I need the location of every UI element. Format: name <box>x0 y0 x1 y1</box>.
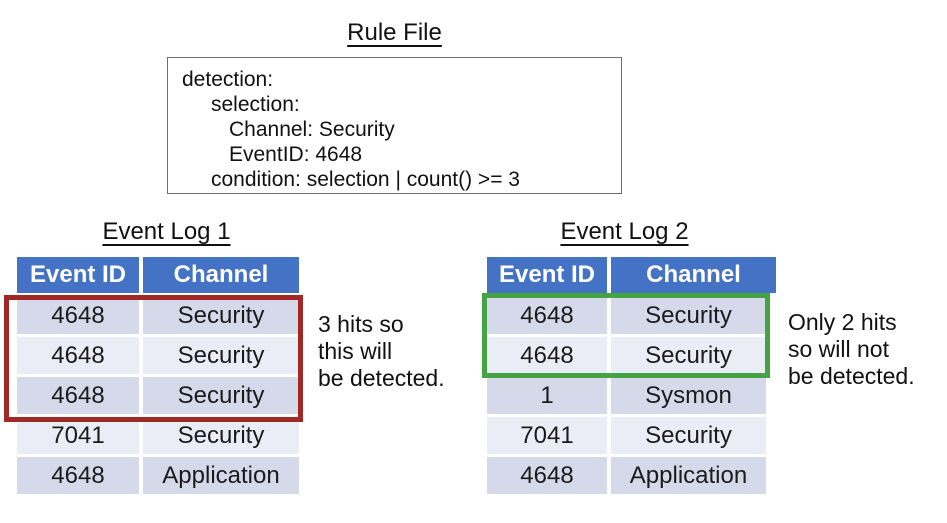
rule-line-eventid: EventID: 4648 <box>229 143 363 166</box>
red-highlight-box <box>4 295 303 422</box>
rule-file-box: detection: selection: Channel: Security … <box>167 57 622 194</box>
table-cell: Security <box>143 337 299 374</box>
table-row: 7041 Security <box>487 417 776 454</box>
green-highlight-box <box>482 293 770 378</box>
table-row: 4648 Security <box>17 337 299 374</box>
event-log-2-title: Event Log 2 <box>560 218 689 245</box>
column-header-channel: Channel <box>611 257 776 293</box>
table-row: 4648 Security <box>487 297 776 334</box>
annotation-line: so will not <box>788 336 889 362</box>
event-log-2-annotation: Only 2 hits so will not be detected. <box>788 309 915 390</box>
table-cell: 4648 <box>487 297 607 334</box>
table-cell: Application <box>611 457 766 494</box>
table-cell: 7041 <box>487 417 607 454</box>
table-row: 4648 Security <box>17 297 299 334</box>
table-cell: Sysmon <box>611 377 766 414</box>
table-cell: Security <box>611 417 766 454</box>
table-row: 7041 Security <box>17 417 299 454</box>
rule-line-detection: detection: <box>182 68 274 91</box>
annotation-line: be detected. <box>318 365 445 391</box>
annotation-line: be detected. <box>788 363 915 389</box>
table-cell: 4648 <box>17 297 139 334</box>
table-cell: 4648 <box>17 337 139 374</box>
table-cell: 1 <box>487 377 607 414</box>
table-cell: Security <box>143 417 299 454</box>
column-header-event-id: Event ID <box>17 257 139 293</box>
table-cell: 4648 <box>487 337 607 374</box>
table-row: 4648 Application <box>17 457 299 494</box>
event-log-2-table: Event ID Channel 4648 Security 4648 Secu… <box>487 257 776 497</box>
table-header-row: Event ID Channel <box>17 257 299 293</box>
table-cell: Security <box>143 377 299 414</box>
table-row: 4648 Security <box>17 377 299 414</box>
annotation-line: this will <box>318 338 393 364</box>
event-log-1-title: Event Log 1 <box>102 218 231 245</box>
rule-file-title: Rule File <box>347 19 442 46</box>
column-header-channel: Channel <box>143 257 299 293</box>
table-row: 1 Sysmon <box>487 377 776 414</box>
table-cell: Security <box>611 337 766 374</box>
table-row: 4648 Security <box>487 337 776 374</box>
table-cell: 4648 <box>17 457 139 494</box>
event-log-1-table: Event ID Channel 4648 Security 4648 Secu… <box>17 257 299 497</box>
rule-line-selection: selection: <box>211 93 300 116</box>
rule-line-channel: Channel: Security <box>229 118 395 141</box>
table-row: 4648 Application <box>487 457 776 494</box>
table-cell: 4648 <box>487 457 607 494</box>
rule-line-condition: condition: selection | count() >= 3 <box>211 168 520 191</box>
table-cell: Application <box>143 457 299 494</box>
table-header-row: Event ID Channel <box>487 257 776 293</box>
table-cell: 7041 <box>17 417 139 454</box>
table-cell: 4648 <box>17 377 139 414</box>
table-cell: Security <box>143 297 299 334</box>
column-header-event-id: Event ID <box>487 257 607 293</box>
annotation-line: 3 hits so <box>318 311 404 337</box>
annotation-line: Only 2 hits <box>788 309 897 335</box>
event-log-1-annotation: 3 hits so this will be detected. <box>318 311 445 392</box>
table-cell: Security <box>611 297 766 334</box>
